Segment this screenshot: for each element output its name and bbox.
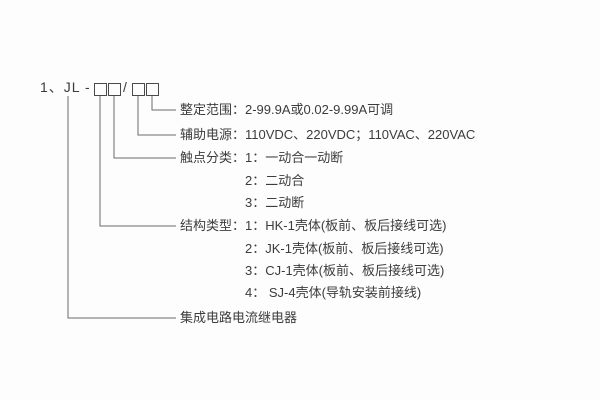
setting-range-digit-box xyxy=(146,83,159,96)
structure-type-digit-box xyxy=(94,83,107,96)
contact-class-digit-box xyxy=(108,83,121,96)
contact-class-option-2: 2：二动合 xyxy=(245,173,305,188)
connector-structure-type xyxy=(99,96,176,227)
contact-class-option-3: 3：二动断 xyxy=(245,195,305,210)
connector-setting-range xyxy=(151,96,176,111)
connector-product-name xyxy=(67,96,176,319)
structure-type-option-3: 3：CJ-1壳体(板前、板后接线可选) xyxy=(245,263,445,278)
product-name-label: 集成电路电流继电器 xyxy=(180,310,298,325)
aux-power-digit-box xyxy=(132,83,145,96)
structure-type-option-2: 2：JK-1壳体(板前、板后接线可选) xyxy=(245,241,444,256)
contact-class-label: 触点分类：1：一动合一动断 xyxy=(180,150,344,165)
structure-type-option-4: 4： SJ-4壳体(导轨安装前接线) xyxy=(245,285,422,300)
connector-aux-power xyxy=(137,96,176,136)
setting-range-label: 整定范围：2-99.9A或0.02-9.99A可调 xyxy=(180,102,394,117)
aux-power-label: 辅助电源：110VDC、220VDC；110VAC、220VAC xyxy=(180,127,476,142)
model-code-prefix: 1、JL xyxy=(40,79,81,95)
model-code-dash: - xyxy=(85,79,91,95)
structure-type-label: 结构类型：1：HK-1壳体(板前、板后接线可选) xyxy=(180,218,447,233)
model-code-slash: / xyxy=(123,79,128,95)
connector-contact-class xyxy=(113,96,176,159)
